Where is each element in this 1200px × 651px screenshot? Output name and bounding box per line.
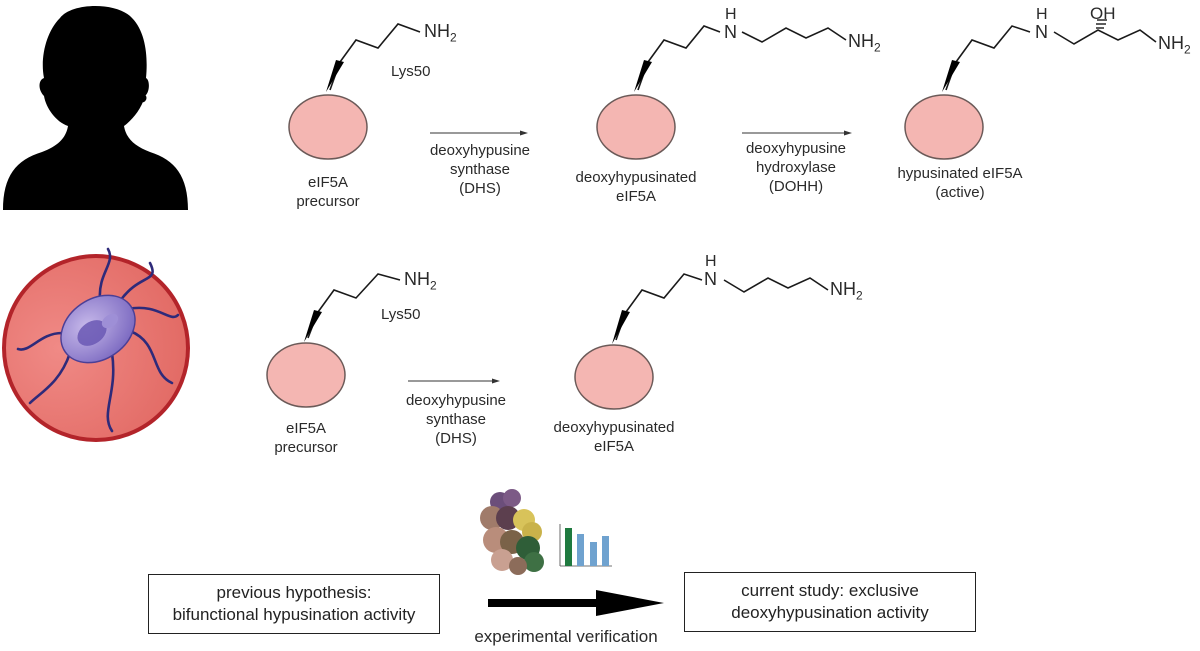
amine-h-label: H [705,253,717,270]
arrow-label: experimental verification [474,627,658,646]
bar-2 [577,534,584,566]
amine-label: NH2 [1158,33,1191,57]
amine-h-label: H [725,6,737,23]
amine-label: NH2 [848,31,881,55]
previous-hypothesis-line1: previous hypothesis: [216,583,372,602]
amine-n-label: N [1035,22,1048,42]
current-study-line1: current study: exclusive [741,581,919,600]
parasite-cell-icon [2,247,190,442]
current-study-box: current study: exclusive deoxyhypusinati… [684,572,976,632]
hypusinated-label: hypusinated eIF5A(active) [897,165,1023,201]
lysine-label: Lys50 [391,63,431,80]
activity-bar-chart [559,524,612,567]
parasite-pathway-structures [266,273,829,410]
amine-label: NH2 [830,279,863,303]
lysine-label: Lys50 [381,306,421,323]
amine-n-label: N [704,269,717,289]
previous-hypothesis-line2: bifunctional hypusination activity [172,605,416,624]
bar-3 [590,542,597,566]
verification-arrow [488,590,664,616]
hydroxyl-label: OH [1090,4,1116,23]
previous-hypothesis-box: previous hypothesis: bifunctional hypusi… [148,574,440,634]
protein-structure-icon [480,489,544,575]
amine-label: NH2 [404,269,437,293]
human-pathway-structures [288,19,1157,160]
amine-label: NH2 [424,21,457,45]
amine-n-label: N [724,22,737,42]
amine-h-label: H [1036,6,1048,23]
current-study-line2: deoxyhypusination activity [731,603,929,622]
human-silhouette-icon [3,6,188,210]
bar-4 [602,536,609,566]
bar-1 [565,528,572,566]
